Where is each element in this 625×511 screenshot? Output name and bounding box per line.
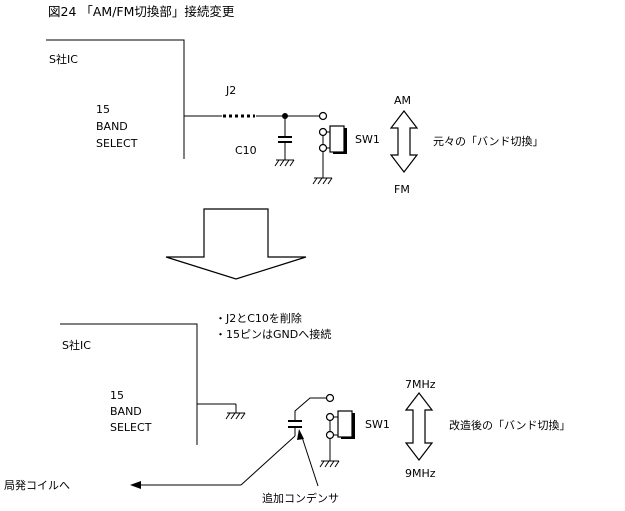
switch-body-before <box>329 125 345 153</box>
pin-label-after-2: BAND <box>110 405 142 418</box>
switch-contact-mid-before <box>318 127 328 137</box>
ground-symbol-c10 <box>274 159 295 167</box>
switch-contact-bottom-after <box>325 430 335 440</box>
ic-outline-before <box>46 39 185 159</box>
ic-label-before: S社IC <box>49 52 78 66</box>
pin-label-before-3: SELECT <box>96 137 138 150</box>
ground-symbol-switch-after <box>319 460 340 468</box>
modified-band-switch-label: 改造後の「バンド切換」 <box>449 418 571 432</box>
double-arrow-before <box>389 110 419 173</box>
transition-arrow <box>165 208 307 280</box>
ground-symbol-switch-before <box>312 177 333 185</box>
pin-label-before-1: 15 <box>96 103 110 116</box>
pin-label-after-1: 15 <box>110 389 124 402</box>
fm-label: FM <box>394 183 410 196</box>
added-cap-lead-top <box>294 397 326 420</box>
pin-label-after-3: SELECT <box>110 421 152 434</box>
j2-label: J2 <box>225 84 236 97</box>
figure-title: 図24 「AM/FM切換部」接続変更 <box>48 4 235 19</box>
switch-body-after <box>337 410 353 438</box>
freq-bottom-label: 9MHz <box>405 467 436 480</box>
ground-symbol-pin15 <box>225 412 246 420</box>
sw1-label-before: SW1 <box>355 133 380 146</box>
switch-contact-top-after <box>325 393 335 403</box>
original-band-switch-label: 元々の「バンド切換」 <box>433 135 544 148</box>
am-label: AM <box>394 94 411 107</box>
switch-contact-mid-after <box>325 412 335 422</box>
after-diagram: ・J2とC10を削除 ・15ピンはGNDへ接続 S社IC 15 BAND SEL… <box>4 311 571 505</box>
added-cap-pointer <box>300 433 319 487</box>
freq-top-label: 7MHz <box>405 378 436 391</box>
switch-contact-bottom-before <box>318 143 328 153</box>
before-diagram: S社IC 15 BAND SELECT J2 C10 <box>46 39 544 196</box>
wire-to-osc-coil <box>240 435 296 486</box>
pin-label-before-2: BAND <box>96 120 128 133</box>
modification-note-2: ・15ピンはGNDへ接続 <box>215 327 331 341</box>
ic-outline-after <box>60 323 198 445</box>
osc-coil-label: 局発コイルへ <box>4 478 70 492</box>
added-cap-label: 追加コンデンサ <box>262 491 339 505</box>
switch-contact-top-before <box>318 111 328 121</box>
added-cap-pointer-head <box>297 429 304 440</box>
sw1-label-after: SW1 <box>365 418 390 431</box>
modification-note-1: ・J2とC10を削除 <box>215 311 302 325</box>
coil-arrowhead <box>130 481 141 489</box>
c10-label: C10 <box>235 144 257 157</box>
ic-label-after: S社IC <box>62 338 91 352</box>
double-arrow-after <box>404 392 434 461</box>
